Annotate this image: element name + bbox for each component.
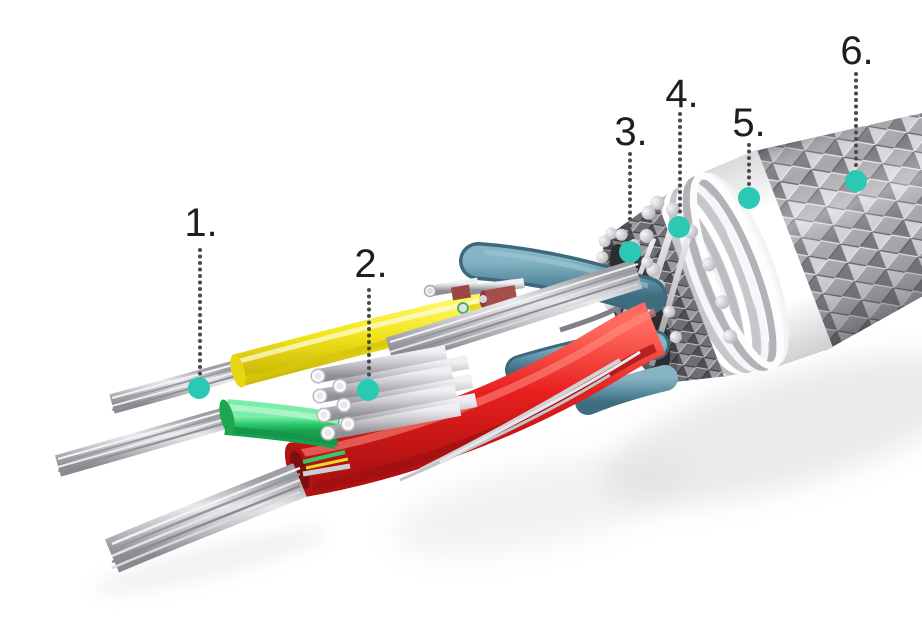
callout-5-marker	[738, 187, 760, 209]
callout-3: 3.	[614, 110, 648, 263]
maroon-wire	[480, 285, 518, 307]
callout-2-label: 2.	[354, 242, 387, 286]
callout-6: 6.	[840, 29, 874, 192]
red-wire	[104, 302, 666, 573]
callout-3-marker	[619, 241, 641, 263]
wire-rod-bundle	[310, 345, 478, 441]
shadow	[93, 354, 922, 595]
callout-4-marker	[668, 216, 690, 238]
callout-1-marker	[188, 377, 210, 399]
outer-braid-sheath	[739, 99, 922, 351]
teal-wire-bottom	[575, 365, 678, 415]
maroon-band	[450, 284, 472, 301]
wire-bundle	[54, 242, 678, 573]
twisted-pair-wires	[423, 277, 525, 314]
callout-4-label: 4.	[665, 72, 698, 116]
callout-5: 5.	[732, 101, 766, 209]
callout-2-marker	[357, 379, 379, 401]
callout-6-marker	[845, 170, 867, 192]
callout-2: 2.	[354, 242, 388, 401]
callout-6-label: 6.	[840, 29, 873, 73]
callout-4: 4.	[665, 72, 699, 238]
foil-shield-spiral	[648, 172, 785, 378]
rod-cut-faces	[310, 368, 356, 441]
callout-3-label: 3.	[614, 110, 647, 154]
callout-1-label: 1.	[184, 201, 217, 245]
callouts: 1. 2. 3. 4. 5. 6.	[184, 29, 874, 401]
foil-shield-wire-ends	[639, 195, 738, 344]
callout-1: 1.	[184, 201, 218, 399]
callout-5-label: 5.	[732, 101, 765, 145]
